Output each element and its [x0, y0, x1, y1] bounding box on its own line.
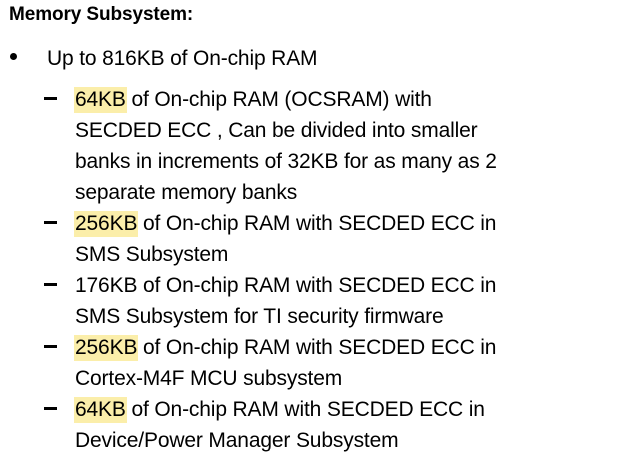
- text-line: separate memory banks: [75, 177, 635, 208]
- en-dash-marker-icon: [44, 407, 57, 410]
- en-dash-marker-icon: [44, 283, 57, 286]
- text-run: of On-chip RAM (OCSRAM) with: [125, 88, 432, 111]
- text-line: 256KB of On-chip RAM with SECDED ECC in: [74, 332, 635, 363]
- en-dash-marker-icon: [44, 221, 57, 224]
- text-line: SMS Subsystem: [75, 239, 635, 270]
- highlighted-value: 64KB: [74, 87, 127, 113]
- bullet-dot-icon: [10, 53, 17, 60]
- text-run: Device/Power Manager Subsystem: [75, 429, 399, 452]
- en-dash-marker-icon: [44, 345, 57, 348]
- text-run: SECDED ECC , Can be divided into smaller: [75, 119, 478, 142]
- text-line: 64KB of On-chip RAM with SECDED ECC in: [74, 394, 635, 425]
- highlighted-value: 256KB: [74, 335, 139, 361]
- list-item: 256KB of On-chip RAM with SECDED ECC in S…: [0, 208, 640, 270]
- text-run: Cortex-M4F MCU subsystem: [75, 367, 343, 390]
- list-item-text: 64KB of On-chip RAM with SECDED ECC in De…: [74, 394, 635, 456]
- text-run: SMS Subsystem for TI security firmware: [75, 305, 444, 328]
- list-item-text: 176KB of On-chip RAM with SECDED ECC in S…: [75, 270, 635, 332]
- text-line: SMS Subsystem for TI security firmware: [75, 301, 635, 332]
- text-line: 176KB of On-chip RAM with SECDED ECC in: [75, 270, 635, 301]
- text-line: 256KB of On-chip RAM with SECDED ECC in: [74, 208, 635, 239]
- highlighted-value: 64KB: [74, 397, 127, 423]
- text-run: of On-chip RAM with SECDED ECC in: [137, 336, 497, 359]
- text-run: separate memory banks: [75, 181, 298, 204]
- text-line: 64KB of On-chip RAM (OCSRAM) with: [74, 84, 635, 115]
- page-title: Memory Subsystem:: [9, 4, 194, 25]
- text-line: Cortex-M4F MCU subsystem: [75, 363, 635, 394]
- list-item: Up to 816KB of On-chip RAM: [0, 44, 640, 76]
- list-item-text: 256KB of On-chip RAM with SECDED ECC in C…: [74, 332, 635, 394]
- en-dash-marker-icon: [44, 97, 57, 100]
- text-run: 176KB of On-chip RAM with SECDED ECC in: [75, 274, 497, 297]
- list-item-text: 256KB of On-chip RAM with SECDED ECC in S…: [74, 208, 635, 270]
- text-line: SECDED ECC , Can be divided into smaller: [75, 115, 635, 146]
- text-run: SMS Subsystem: [75, 243, 229, 266]
- top-level-bullet-list: Up to 816KB of On-chip RAM: [0, 44, 640, 76]
- list-item: 256KB of On-chip RAM with SECDED ECC in C…: [0, 332, 640, 394]
- top-bullet-text: Up to 816KB of On-chip RAM: [47, 47, 318, 70]
- list-item: 176KB of On-chip RAM with SECDED ECC in S…: [0, 270, 640, 332]
- text-run: of On-chip RAM with SECDED ECC in: [137, 212, 497, 235]
- list-item: 64KB of On-chip RAM with SECDED ECC in De…: [0, 394, 640, 456]
- text-line: Device/Power Manager Subsystem: [75, 425, 635, 456]
- highlighted-value: 256KB: [74, 211, 139, 237]
- text-run: of On-chip RAM with SECDED ECC in: [125, 398, 485, 421]
- text-run: banks in increments of 32KB for as many …: [75, 150, 497, 173]
- text-line: banks in increments of 32KB for as many …: [75, 146, 635, 177]
